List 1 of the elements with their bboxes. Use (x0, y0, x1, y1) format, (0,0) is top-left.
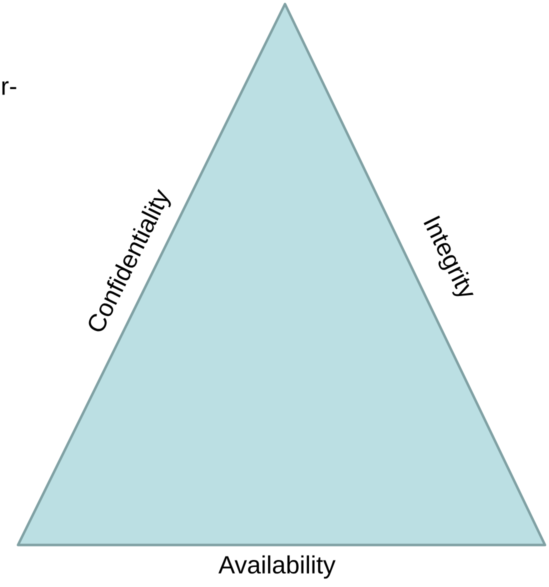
triangle (16, 2, 546, 546)
